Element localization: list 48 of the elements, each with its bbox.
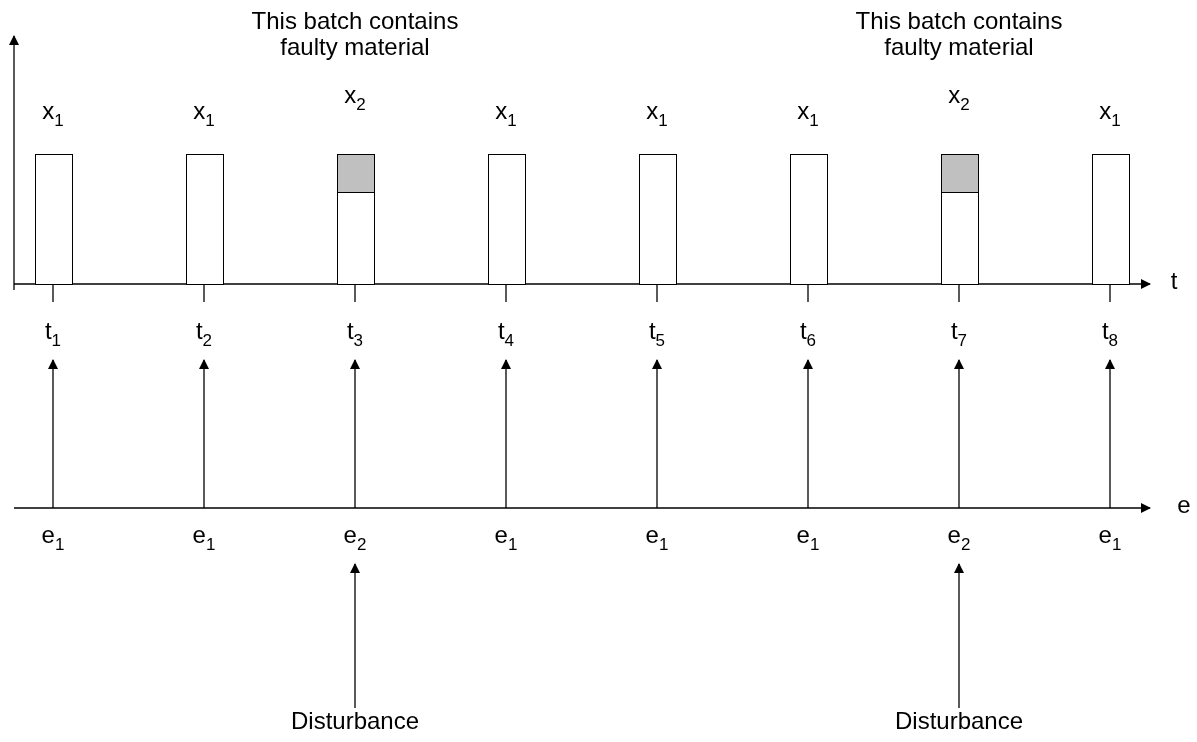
batch-label: x$_{1}$ [1070, 98, 1150, 124]
event-label: e$_{1}$ [179, 522, 229, 560]
arrow [48, 359, 58, 509]
arrow [350, 359, 360, 509]
event-label: e$_{1}$ [783, 522, 833, 560]
event-label: e$_{1}$ [28, 522, 78, 560]
time-label: t$_{4}$ [481, 318, 531, 356]
annotation-text: This batch contains faulty material [829, 8, 1089, 60]
axis-label: t [1169, 268, 1179, 294]
arrow [954, 359, 964, 509]
batch-label: x$_{1}$ [466, 98, 546, 124]
batch-bar [488, 154, 526, 285]
axis-label: e [1176, 492, 1192, 518]
event-label: e$_{1}$ [632, 522, 682, 560]
time-label: t$_{6}$ [783, 318, 833, 356]
batch-label: x$_{1}$ [768, 98, 848, 124]
arrow [501, 359, 511, 509]
event-label: e$_{1}$ [481, 522, 531, 560]
arrow [652, 359, 662, 509]
batch-bar [790, 154, 828, 285]
batch-label: x$_{2}$ [315, 82, 395, 108]
batch-bar [1092, 154, 1130, 285]
batch-bar [35, 154, 73, 285]
batch-bar [639, 154, 677, 285]
arrow [954, 563, 964, 709]
batch-bar [337, 154, 375, 285]
time-label: t$_{1}$ [28, 318, 78, 356]
batch-label: x$_{1}$ [617, 98, 697, 124]
arrow [199, 359, 209, 509]
time-label: t$_{3}$ [330, 318, 380, 356]
batch-bar [941, 154, 979, 285]
arrow [1105, 359, 1115, 509]
arrow [803, 359, 813, 509]
batch-bar [186, 154, 224, 285]
event-label: e$_{2}$ [934, 522, 984, 560]
disturbance-label: Disturbance [275, 708, 435, 738]
annotation-text: This batch contains faulty material [225, 8, 485, 60]
batch-label: x$_{2}$ [919, 82, 999, 108]
disturbance-label: Disturbance [879, 708, 1039, 738]
time-label: t$_{7}$ [934, 318, 984, 356]
arrow [350, 563, 360, 709]
time-label: t$_{8}$ [1085, 318, 1135, 356]
event-label: e$_{2}$ [330, 522, 380, 560]
batch-label: x$_{1}$ [164, 98, 244, 124]
batch-label: x$_{1}$ [13, 98, 93, 124]
time-label: t$_{5}$ [632, 318, 682, 356]
event-label: e$_{1}$ [1085, 522, 1135, 560]
time-label: t$_{2}$ [179, 318, 229, 356]
